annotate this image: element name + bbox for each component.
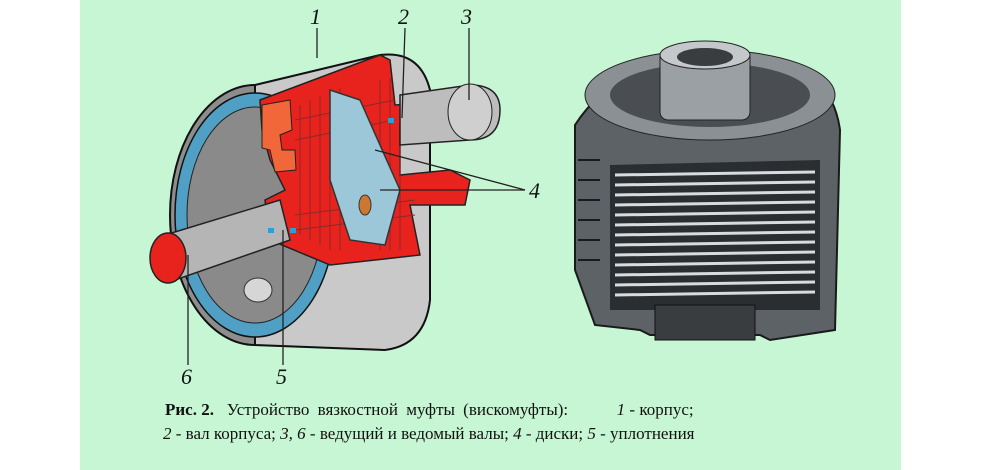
caption-title: Устройство вязкостной муфты (вискомуфты)… xyxy=(226,400,569,419)
caption-item-5-num: 5 xyxy=(587,424,596,443)
caption-line-1: Рис. 2. Устройство вязкостной муфты (вис… xyxy=(165,398,865,422)
caption-prefix: Рис. 2. xyxy=(165,400,214,419)
caption-item-4-text: - диски; xyxy=(521,424,588,443)
disk-pack-render xyxy=(574,40,842,342)
callout-5: 5 xyxy=(276,364,287,389)
caption-item-4-num: 4 xyxy=(513,424,522,443)
caption-item-1-text: - корпус; xyxy=(625,400,694,419)
callout-4: 4 xyxy=(529,178,540,203)
callout-2: 2 xyxy=(398,4,409,29)
caption-item-1-num: 1 xyxy=(616,400,626,419)
figure-caption: Рис. 2. Устройство вязкостной муфты (вис… xyxy=(163,398,865,446)
caption-item-5-text: - уплотнения xyxy=(595,424,695,443)
cutaway-drawing xyxy=(149,27,526,365)
caption-line-2: 2 - вал корпуса; 3, 6 - ведущий и ведомы… xyxy=(163,422,865,446)
caption-item-2-num: 2 xyxy=(163,424,172,443)
callout-3: 3 xyxy=(461,4,472,29)
callout-1: 1 xyxy=(310,4,321,29)
callout-6: 6 xyxy=(181,364,192,389)
caption-item-3-text: - ведущий и ведомый валы; xyxy=(305,424,514,443)
caption-item-3-num: 3, 6 xyxy=(280,424,306,443)
caption-item-2-text: - вал корпуса; xyxy=(171,424,281,443)
